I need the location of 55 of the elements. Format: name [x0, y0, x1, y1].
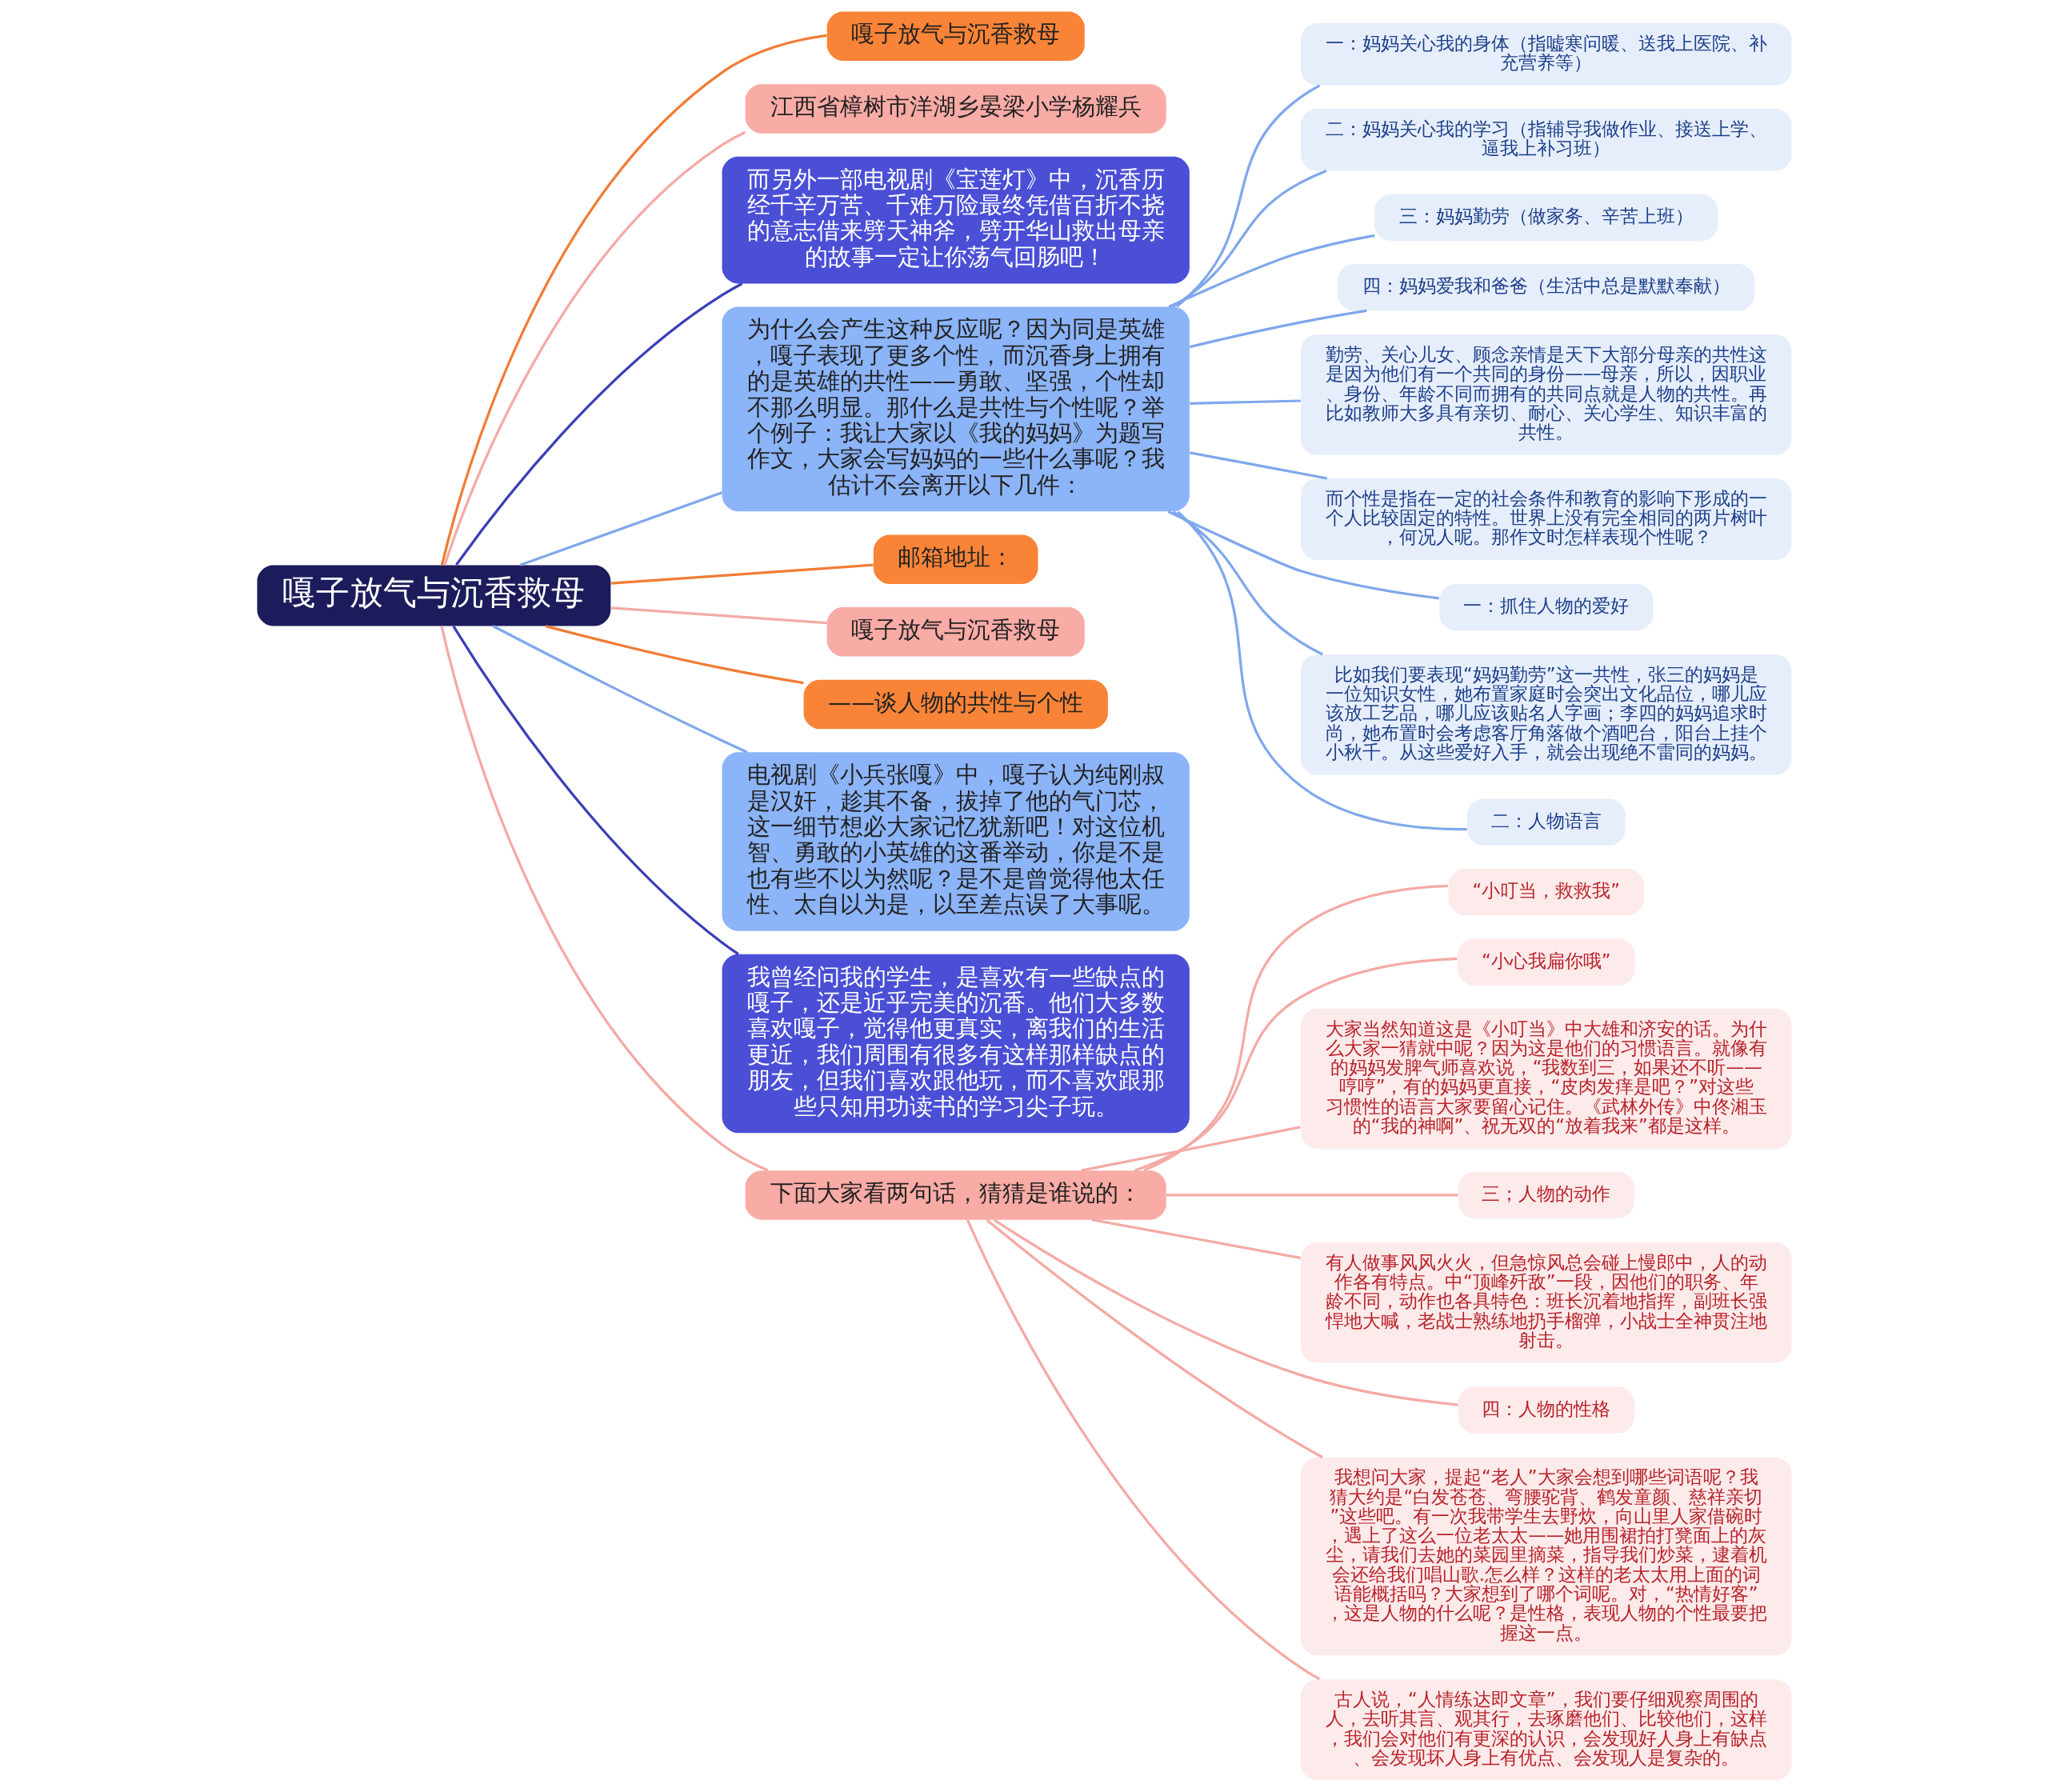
connector [1176, 510, 1467, 831]
connector [1171, 170, 1327, 308]
connector [1172, 510, 1323, 656]
node-box: 一：抓住人物的爱好 [1438, 583, 1653, 631]
connector [1091, 1218, 1301, 1259]
connector [519, 491, 722, 566]
connector [440, 34, 826, 566]
connector [1166, 1194, 1458, 1197]
connector [1142, 884, 1448, 1172]
node-box: 勤劳、关心儿女、顾念亲情是天下大部分母亲的共性这是因为他们有一个共同的身份——母亲，所以，因职业、身份、年龄不同而拥有的共同点就是人物的共性。再比如教师大多具有亲切、耐心、关心学生、知识丰富的共性。 [1300, 334, 1792, 455]
node-box: 三；人物的动作 [1458, 1171, 1634, 1219]
connector [986, 1218, 1323, 1458]
node-box: 比如我们要表现“妈妈勤劳”这一共性，张三的妈妈是一位知识女性，她布置家庭时会突出文化品位，哪儿应该放工艺品，哪儿应该贴名人字画；李四的妈妈追求时尚，她布置时会考虑客厅角落做个酒吧台，阳台上挂个小秋千。从这些爱好入手，就会出现绝不雷同的妈妈。 [1300, 654, 1792, 775]
node-box: 邮箱地址： [873, 534, 1038, 584]
node-box: 为什么会产生这种反应呢？因为同是英雄，嘎子表现了更多个性，而沉香身上拥有的是英雄的共性——勇敢、坚强，个性却不那么明显。那什么是共性与个性呢？举个例子：我让大家以《我的妈妈》为题写作文，大家会写妈妈的一些什么事呢？我估计不会离开以下几件： [722, 306, 1190, 512]
connector [442, 130, 746, 566]
connector [454, 282, 742, 566]
node-box: 而个性是指在一定的社会条件和教育的影响下形成的一个人比较固定的特性。世界上没有完全相同的两片树叶，何况人呢。那作文时怎样表现个性呢？ [1300, 478, 1792, 560]
connector [1167, 510, 1439, 600]
node-box: 我曾经问我的学生，是喜欢有一些缺点的嘎子，还是近乎完美的沉香。他们大多数喜欢嘎子，觉得他更真实，离我们的生活更近，我们周围有很多有这样那样缺点的朋友，但我们喜欢跟他玩，而不喜欢跟那些只知用功读书的学习尖子玩。 [722, 954, 1190, 1134]
connector [1189, 309, 1367, 349]
node-box: ——谈人物的共性与个性 [803, 679, 1108, 730]
node-box: 嘎子放气与沉香救母 [826, 11, 1085, 61]
node-box: “小叮当，救救我” [1448, 869, 1644, 916]
node-box: 三：妈妈勤劳（做家务、辛苦上班） [1374, 194, 1718, 241]
connector [966, 1219, 1320, 1681]
node-box: 四：人物的性格 [1458, 1386, 1634, 1434]
node-box: 下面大家看两句话，猜猜是谁说的： [745, 1170, 1166, 1220]
node-box: 大家当然知道这是《小叮当》中大雄和济安的话。为什么大家一猜就中呢？因为这是他们的习惯语言。就像有的妈妈发脾气师喜欢说，“我数到三，如果还不听——哼哼”，有的妈妈更直接，“皮肉发痒是吧？”对这些习惯性的语言大家要留心记住。《武林外传》中佟湘玉的“我的神啊”、祝无双的“放着我来”都是这样。 [1300, 1008, 1792, 1149]
connector [1134, 957, 1457, 1172]
node-box: 一：妈妈关心我的身体（指嘘寒问暖、送我上医院、补充营养等） [1300, 23, 1792, 86]
node-box: 四：妈妈爱我和爸爸（生活中总是默默奉献） [1337, 264, 1754, 311]
node-box: 而另外一部电视剧《宝莲灯》中，沉香历经千辛万苦、千难万险最终凭借百折不挠的意志借来劈天神斧，劈开华山救出母亲的故事一定让你荡气回肠吧！ [722, 156, 1190, 284]
connector [491, 625, 747, 754]
node-box: 江西省樟树市洋湖乡晏梁小学杨耀兵 [745, 84, 1166, 134]
node-box: 电视剧《小兵张嘎》中，嘎子认为纯刚叔是汉奸，趁其不备，拔掉了他的气门芯，这一细节想必大家记忆犹新吧！对这位机智、勇敢的小英雄的这番举动，你是不是也有些不以为然呢？是不是曾觉得他太任性、太自以为是，以至差点误了大事呢。 [722, 752, 1190, 931]
connector [545, 625, 804, 685]
node-box: “小心我扁你哦” [1457, 938, 1635, 986]
connector [1189, 451, 1327, 480]
node-box: 古人说，“人情练达即文章”，我们要仔细观察周围的人，去听其言、观其行，去琢磨他们、比较他们，这样，我们会对他们有更深的认识，会发现好人身上有缺点、会发现坏人身上有优点、会发现人是复杂的。 [1300, 1679, 1792, 1781]
connector [451, 625, 739, 956]
connector [1189, 399, 1301, 405]
node-box: 嘎子放气与沉香救母 [826, 607, 1085, 657]
node-box: 二：妈妈关心我的学习（指辅导我做作业、接送上学、逼我上补习班） [1300, 108, 1792, 171]
connector [1175, 84, 1320, 308]
connector [439, 626, 768, 1172]
connector [1080, 1126, 1301, 1172]
node-box: 嘎子放气与沉香救母 [256, 565, 610, 626]
node-box: 我想问大家，提起“老人”大家会想到哪些词语呢？我猜大约是“白发苍苍、弯腰驼背、鹤发童颜、慈祥亲切”这些吧。有一次我带学生去野炊，向山里人家借碗时，遇上了这么一位老太太——她用围裙拍打凳面上的灰尘，请我们去她的菜园里摘菜，指导我们炒菜，逮着机会还给我们唱山歌.怎么样？这样的老太太用上面的词语能概括吗？大家想到了哪个词呢。对，“热情好客”，这是人物的什么呢？是性格，表现人物的个性最要把握这一点。 [1300, 1457, 1792, 1656]
node-box: 有人做事风风火火，但急惊风总会碰上慢郎中，人的动作各有特点。中“顶峰歼敌”一段，因他们的职务、年龄不同，动作也各具特色：班长沉着地指挥，副班长强悍地大喊，老战士熟练地扔手榴弹，小战士全神贯注地射击。 [1300, 1242, 1792, 1363]
connector [992, 1218, 1458, 1406]
connector [610, 563, 874, 585]
connector [610, 606, 827, 625]
node-box: 二：人物语言 [1466, 798, 1626, 846]
connector [1167, 234, 1374, 308]
